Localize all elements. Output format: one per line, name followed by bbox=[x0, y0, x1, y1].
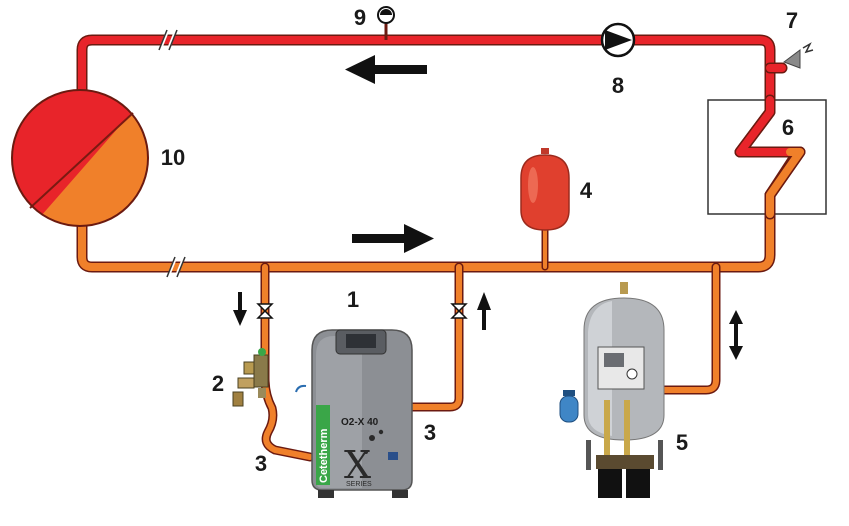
label-buffer-tank: 10 bbox=[161, 145, 185, 170]
label-connection-right: 3 bbox=[424, 420, 436, 445]
safety-valve-icon bbox=[782, 42, 814, 69]
pipe-break-mark bbox=[158, 29, 178, 51]
deaerator-device bbox=[295, 329, 413, 498]
label-connection-left: 3 bbox=[255, 451, 267, 476]
device-series-word: SERIES bbox=[346, 481, 372, 488]
pressure-maintenance-unit bbox=[559, 282, 665, 498]
arrow-up bbox=[477, 292, 491, 330]
valve-icon bbox=[450, 303, 468, 319]
arrow-down bbox=[233, 292, 247, 326]
label-heat-exchanger: 6 bbox=[782, 115, 794, 140]
heat-exchanger-coil bbox=[734, 94, 804, 220]
gauge-icon bbox=[377, 6, 395, 40]
label-pressure-maintenance-unit: 5 bbox=[676, 430, 688, 455]
label-deaerator: 1 bbox=[347, 287, 359, 312]
fill-valve-assembly bbox=[232, 348, 269, 407]
valve-icon bbox=[256, 303, 274, 319]
supply-pipe bbox=[76, 34, 806, 201]
flow-arrow-left bbox=[345, 55, 427, 84]
expansion-vessel bbox=[520, 148, 570, 231]
pipe-break-mark bbox=[158, 29, 186, 278]
device-model: O2-X 40 bbox=[341, 417, 379, 428]
label-expansion-vessel: 4 bbox=[580, 178, 593, 203]
pump-icon bbox=[600, 22, 636, 58]
double-arrow-vertical bbox=[729, 310, 743, 360]
label-pump: 8 bbox=[612, 73, 624, 98]
return-pipe bbox=[76, 146, 806, 462]
label-fill-valve-assembly: 2 bbox=[212, 371, 224, 396]
pipe-break-mark bbox=[166, 256, 186, 278]
device-brand: Cetetherm bbox=[318, 428, 330, 483]
buffer-tank bbox=[11, 89, 149, 227]
label-pressure-gauge: 9 bbox=[354, 5, 366, 30]
device-series-mark: X bbox=[344, 443, 371, 487]
flow-arrow-right bbox=[352, 224, 434, 253]
label-safety-valve: 7 bbox=[786, 8, 798, 33]
